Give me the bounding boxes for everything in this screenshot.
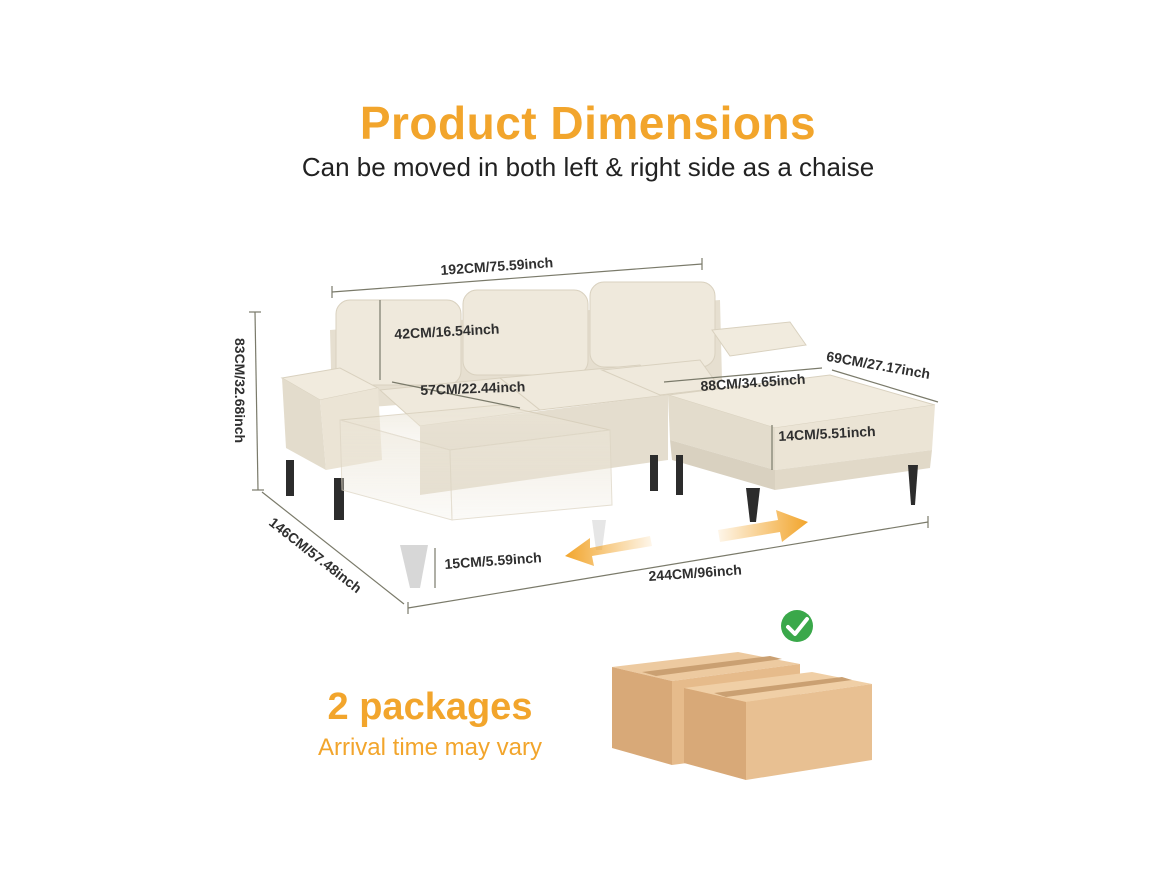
back-cushion-left	[335, 299, 462, 386]
back-cushion-middle	[462, 289, 589, 376]
page-title: Product Dimensions	[359, 97, 817, 149]
ghost-chaise	[339, 404, 613, 588]
checkmark-icon	[781, 610, 813, 642]
right-arrow-icon	[718, 510, 808, 542]
dimension-lines	[249, 258, 939, 614]
ottoman	[667, 374, 936, 522]
dim-overall-height: 83CM/32.68inch	[232, 338, 248, 444]
left-arrow-icon	[565, 536, 652, 566]
package-boxes	[612, 652, 872, 780]
page-subtitle: Can be moved in both left & right side a…	[301, 152, 875, 182]
back-cushion-right	[589, 281, 716, 368]
packages-title: 2 packages	[327, 686, 533, 728]
packages-subtitle: Arrival time may vary	[317, 734, 543, 761]
